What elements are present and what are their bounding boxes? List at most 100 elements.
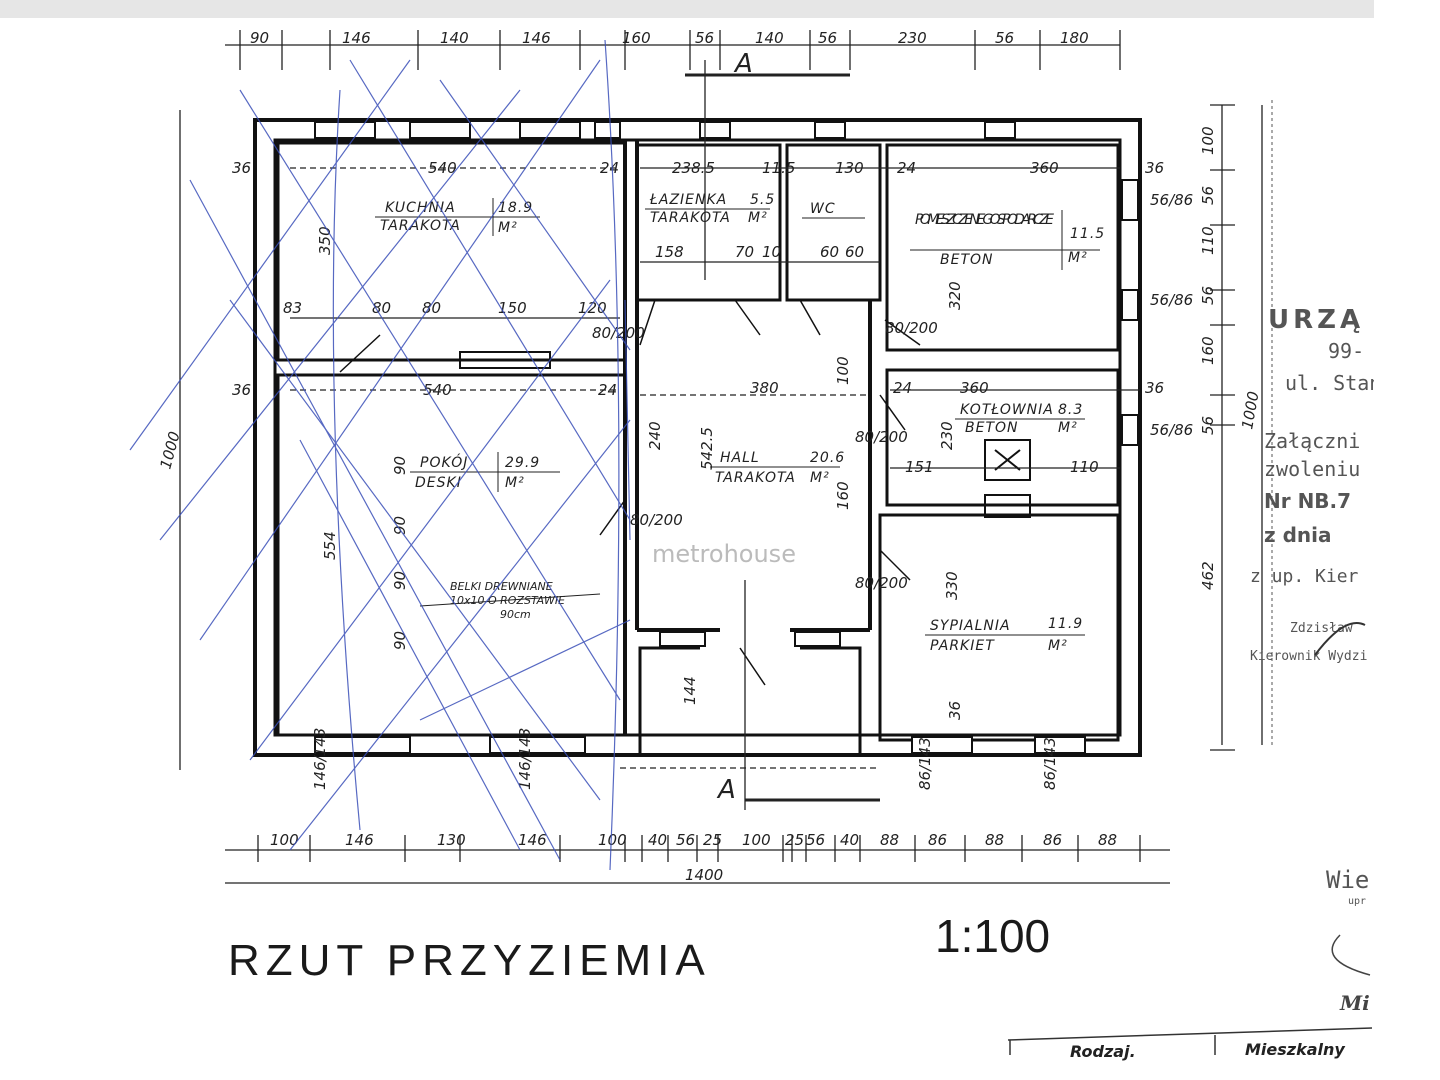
dimension-label: 554 xyxy=(321,531,339,560)
room-living: POKÓJ DESKI 29.9 M² xyxy=(410,452,560,492)
dimension-label: 130 xyxy=(835,159,864,177)
dimension-label: 24 xyxy=(600,159,619,177)
room-floor: DESKI xyxy=(415,475,462,491)
dimension-label: 100 xyxy=(742,831,771,849)
dimension-label: 11.5 xyxy=(762,159,795,177)
dimension-label: 56 xyxy=(676,831,695,849)
dimension-label: 540 xyxy=(428,159,457,177)
dimension-label: 360 xyxy=(960,379,989,397)
room-floor: TARAKOTA xyxy=(380,218,461,234)
room-area: 29.9 xyxy=(505,455,540,471)
beams-note: BELKI DREWNIANE 10x10 O ROZSTAWIE 90cm xyxy=(419,580,601,621)
dimension-label: 146 xyxy=(342,29,371,47)
dimension-label: 88 xyxy=(1098,831,1117,849)
dimension-label: 100 xyxy=(1199,126,1217,155)
room-kitchen: KUCHNIA TARAKOTA 18.9 M² xyxy=(375,198,540,236)
dimension-label: 56 xyxy=(806,831,825,849)
dimension-label: 110 xyxy=(1070,458,1099,476)
stamp-attachment: zwoleniu xyxy=(1264,457,1360,481)
dimension-label: 56/86 xyxy=(1150,421,1193,439)
room-area: 8.3 xyxy=(1058,402,1083,418)
dimension-label: 90 xyxy=(391,631,409,650)
dimension-label: 462 xyxy=(1199,561,1217,590)
dimension-label: 86 xyxy=(928,831,947,849)
stamp-number: Nr NB.7 xyxy=(1264,489,1351,513)
room-area: 20.6 xyxy=(810,450,845,466)
watermark: metrohouse xyxy=(652,540,796,568)
dimension-label: 151 xyxy=(905,458,934,476)
stamp-signature: Kierownik Wydzi xyxy=(1250,649,1367,664)
dimension-label: 60 xyxy=(820,243,839,261)
dimension-label: 36 xyxy=(1145,159,1164,177)
room-unit: M² xyxy=(505,475,525,491)
dimension-label: 320 xyxy=(946,281,964,310)
room-floor: BETON xyxy=(965,420,1019,436)
dimension-label: 140 xyxy=(755,29,784,47)
stamp-authority: z up. Kier xyxy=(1250,566,1359,587)
dimension-label: 56 xyxy=(818,29,837,47)
drawing-title: RZUT PRZYZIEMIA xyxy=(228,936,711,985)
dimension-label: 90 xyxy=(391,571,409,590)
stamp-street: ul. Stan xyxy=(1285,371,1381,395)
dimension-label: 70 xyxy=(735,243,754,261)
room-area: 5.5 xyxy=(750,192,775,208)
dimension-label: 86/143 xyxy=(1041,737,1059,790)
dimension-label: 90 xyxy=(391,516,409,535)
dimension-label: 36 xyxy=(232,159,251,177)
dimension-label: 80 xyxy=(422,299,441,317)
dimension-label: 120 xyxy=(578,299,607,317)
room-name: HALL xyxy=(720,450,760,466)
page-edge xyxy=(1374,0,1440,1080)
room-floor: TARAKOTA xyxy=(650,210,731,226)
room-unit: M² xyxy=(1068,250,1088,266)
room-unit: M² xyxy=(810,470,830,486)
dimension-label: 140 xyxy=(440,29,469,47)
room-unit: M² xyxy=(748,210,768,226)
room-name: ŁAZIENKA xyxy=(649,192,727,208)
approval-stamp: URZĄ 99- ul. Stan Załączni zwoleniu Nr N… xyxy=(1007,100,1381,1061)
dimension-label: 40 xyxy=(648,831,667,849)
dimension-label: 100 xyxy=(834,356,852,385)
dimension-label: 110 xyxy=(1199,226,1217,255)
room-bathroom: ŁAZIENKA TARAKOTA 5.5 M² xyxy=(645,192,775,226)
dimension-label: 180 xyxy=(1060,29,1089,47)
room-unit: M² xyxy=(1048,638,1068,654)
drawing-scale: 1:100 xyxy=(935,910,1050,962)
dimension-label: 160 xyxy=(834,481,852,510)
dimension-label: 146 xyxy=(345,831,374,849)
stamp-text: upr xyxy=(1348,896,1366,907)
dimension-label: 230 xyxy=(898,29,927,47)
dimension-label: 24 xyxy=(897,159,916,177)
type-label: Rodzaj. xyxy=(1070,1042,1136,1061)
dimension-label: 24 xyxy=(893,379,912,397)
dimension-label: 56/86 xyxy=(1150,291,1193,309)
type-value: Mieszkalny xyxy=(1245,1040,1345,1059)
room-name: POMIESZCZENIE GOSPODARCZE xyxy=(915,212,1055,228)
dimension-label: 100 xyxy=(598,831,627,849)
note-line: 90cm xyxy=(500,608,531,621)
dimension-label: 88 xyxy=(880,831,899,849)
windows xyxy=(314,121,1139,754)
note-line: BELKI DREWNIANE xyxy=(450,580,553,593)
dimension-label: 130 xyxy=(437,831,466,849)
dimension-label: 80/200 xyxy=(630,511,683,529)
dimension-label: 360 xyxy=(1030,159,1059,177)
dimension-label: 380 xyxy=(750,379,779,397)
dimension-label: 36 xyxy=(1145,379,1164,397)
dimension-label: 56 xyxy=(1199,416,1217,435)
room-floor: PARKIET xyxy=(930,638,995,654)
room-floor: TARAKOTA xyxy=(715,470,796,486)
pen-scribbles xyxy=(129,39,631,871)
dimension-label: 240 xyxy=(646,421,664,450)
room-name: KOTŁOWNIA xyxy=(960,402,1054,418)
dimension-total: 1400 xyxy=(685,866,723,884)
dimension-label: 86/143 xyxy=(916,737,934,790)
room-bedroom: SYPIALNIA PARKIET 11.9 M² xyxy=(925,616,1085,654)
dimension-label: 88 xyxy=(985,831,1004,849)
dimension-label: 56 xyxy=(1199,286,1217,305)
dimension-label: 56 xyxy=(995,29,1014,47)
stamp-text: Wie xyxy=(1326,866,1369,894)
room-area: 11.9 xyxy=(1048,616,1083,632)
